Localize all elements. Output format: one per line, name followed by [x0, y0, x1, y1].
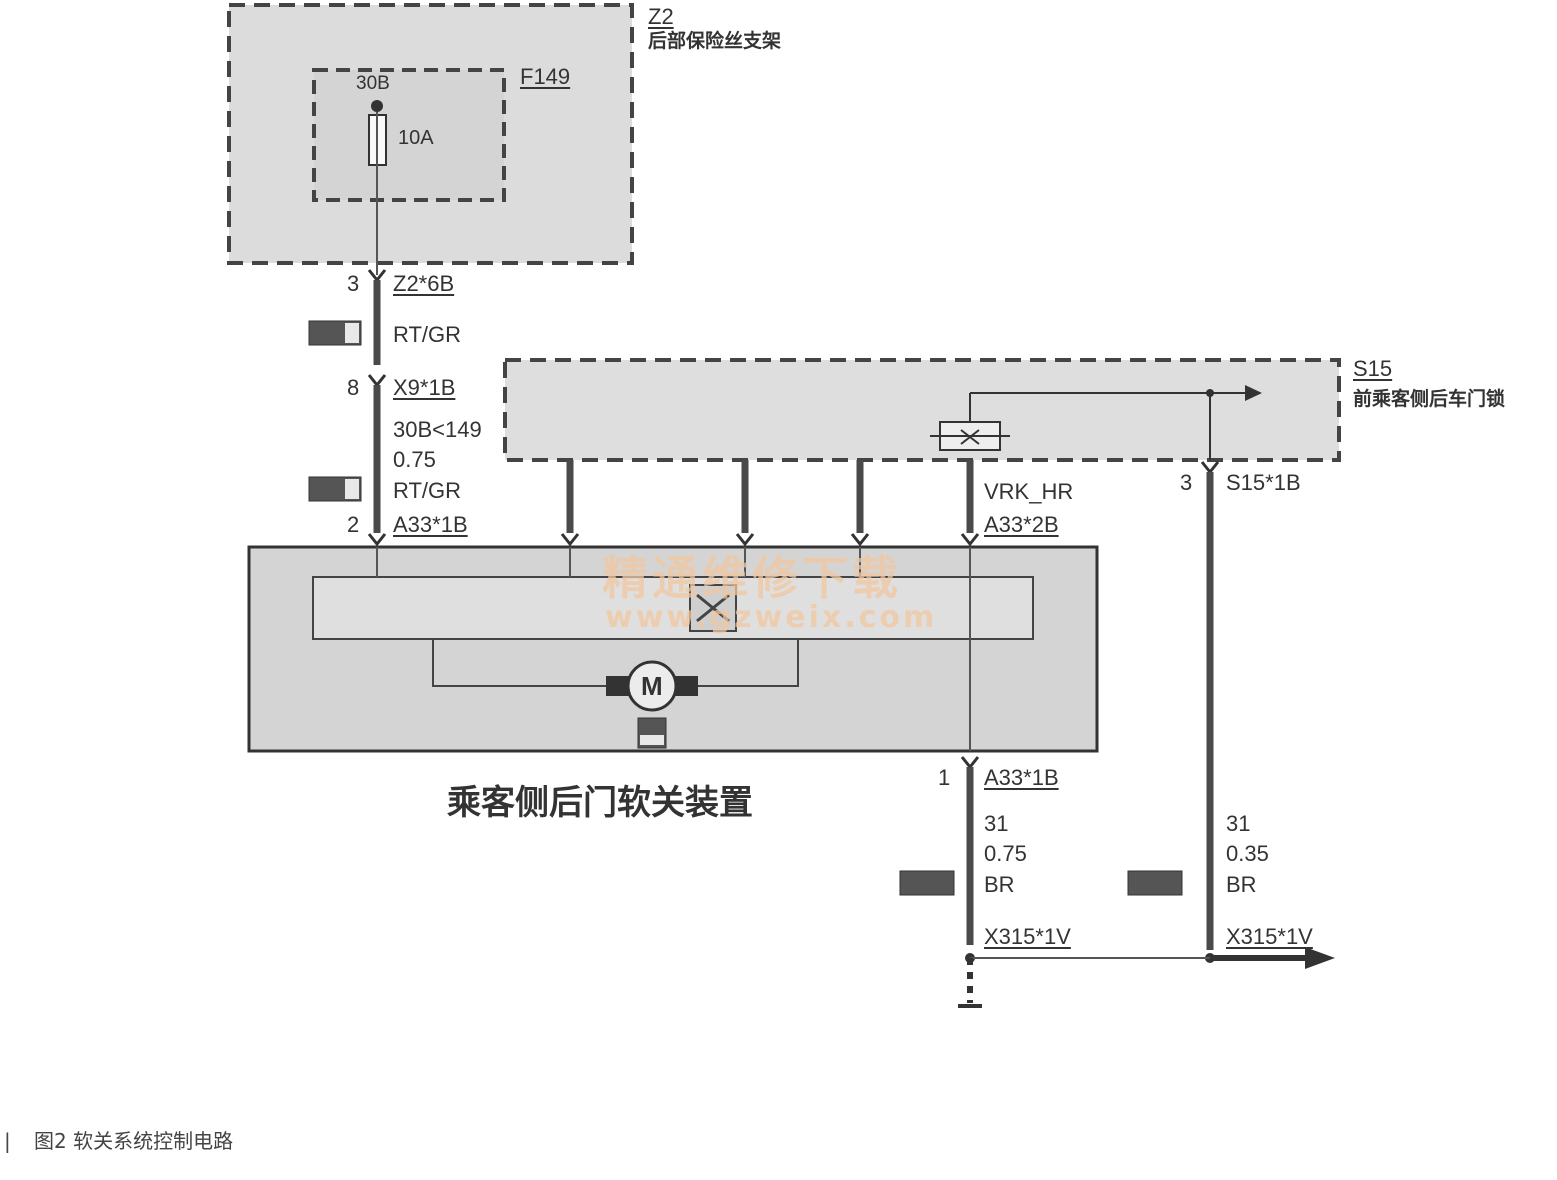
- fuse-bracket-id: Z2: [648, 4, 674, 29]
- pin-z2-6b: 3: [347, 271, 360, 296]
- wire-color-swatch-3: [899, 870, 955, 896]
- fuse-terminal-dot: [371, 100, 383, 112]
- connector-x9-1b: [367, 374, 387, 388]
- connector-s15-1b: [1200, 461, 1220, 475]
- ground-color: BR: [984, 872, 1015, 897]
- wire-gauge: 0.75: [393, 447, 436, 472]
- connector-a33-1b-bottom: [960, 756, 980, 770]
- figure-caption: 图2 软关系统控制电路: [34, 1129, 234, 1153]
- pin-s15-1b: 3: [1180, 470, 1193, 495]
- fuse-bracket-name: 后部保险丝支架: [648, 30, 782, 52]
- pin-a33-1b: 2: [347, 512, 360, 537]
- conn-x9-1b: X9*1B: [393, 375, 456, 400]
- wire-color: RT/GR: [393, 478, 462, 503]
- ground-gauge: 0.75: [984, 841, 1027, 866]
- conn-a33-1b-bottom: A33*1B: [984, 765, 1059, 790]
- watermark-cn: 精通维修下载: [602, 551, 902, 605]
- conn-a33-1b-top: A33*1B: [393, 512, 468, 537]
- fuse-terminal: 30B: [356, 73, 390, 94]
- motor-label: M: [641, 671, 663, 701]
- lock-ground-signal: 31: [1226, 811, 1251, 836]
- lock-arrow: [1245, 385, 1262, 401]
- conn-a33-2b: A33*2B: [984, 512, 1059, 537]
- ground-signal: 31: [984, 811, 1009, 836]
- vrk-signal: VRK_HR: [984, 479, 1074, 504]
- connector-a33-1b-top: [367, 533, 387, 547]
- pin-x9-1b: 8: [347, 375, 360, 400]
- lock-id: S15: [1353, 356, 1393, 381]
- fuse-id: F149: [520, 64, 571, 89]
- fuse-box: [312, 68, 506, 202]
- control-module: [312, 576, 1034, 640]
- caption-marker: |: [4, 1129, 11, 1153]
- wire-color-swatch-4: [1127, 870, 1183, 896]
- ground-connector: X315*1V: [984, 924, 1071, 949]
- wire-color-top: RT/GR: [393, 322, 462, 347]
- fuse-rating: 10A: [398, 127, 434, 149]
- motor-icon: [626, 660, 678, 712]
- conn-z2-6b: Z2*6B: [393, 271, 455, 296]
- lock-ground-gauge: 0.35: [1226, 841, 1269, 866]
- watermark-url: www.gzweix.com: [605, 600, 938, 635]
- lock-box: [503, 358, 1341, 462]
- lock-ground-connector: X315*1V: [1226, 924, 1313, 949]
- conn-s15-1b: S15*1B: [1226, 470, 1301, 495]
- lock-name: 前乘客侧后车门锁: [1353, 388, 1506, 410]
- pin-a33-1b-bottom: 1: [938, 765, 951, 790]
- lock-ground-color: BR: [1226, 872, 1257, 897]
- wire-signal: 30B<149: [393, 417, 482, 442]
- device-name: 乘客侧后门软关装置: [447, 783, 753, 823]
